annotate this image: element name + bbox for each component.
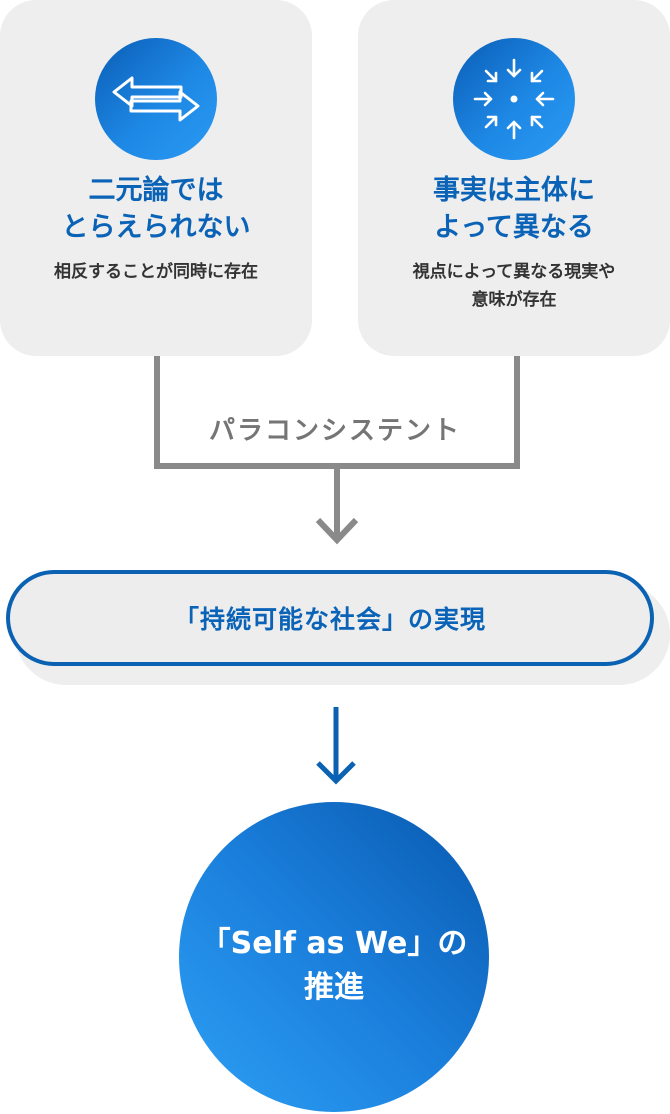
card-title: 二元論では とらえられない (0, 172, 312, 246)
card-description-line: 視点によって異なる現実や (412, 262, 616, 282)
card-binary-thinking: 二元論では とらえられない 相反することが同時に存在 (0, 0, 312, 356)
card-description-line: 意味が存在 (471, 290, 557, 310)
goal-label-line: 推進 (304, 970, 364, 1005)
card-title: 事実は主体に よって異なる (358, 172, 670, 246)
outcome-label: 「持続可能な社会」の実現 (173, 605, 486, 634)
card-title-line: よって異なる (434, 212, 594, 243)
card-description-line: 相反することが同時に存在 (54, 262, 258, 282)
goal-circle: 「Self as We」の 推進 (179, 802, 489, 1112)
left-right-arrows-icon (95, 38, 217, 160)
card-subjective-facts: 事実は主体に よって異なる 視点によって異なる現実や 意味が存在 (358, 0, 670, 356)
converging-arrows-icon (453, 38, 575, 160)
goal-label: 「Self as We」の 推進 (179, 922, 489, 1010)
merge-connector (154, 356, 520, 545)
down-arrow-icon (316, 707, 356, 785)
card-description: 視点によって異なる現実や 意味が存在 (358, 258, 670, 314)
card-description: 相反することが同時に存在 (0, 258, 312, 286)
card-title-line: 事実は主体に (433, 175, 595, 206)
card-title-line: とらえられない (61, 212, 251, 243)
goal-label-line: 「Self as We」の (200, 926, 468, 961)
connector-label: パラコンシステント (208, 416, 461, 446)
card-title-line: 二元論では (88, 175, 224, 206)
outcome-pill: 「持続可能な社会」の実現 (6, 570, 654, 666)
